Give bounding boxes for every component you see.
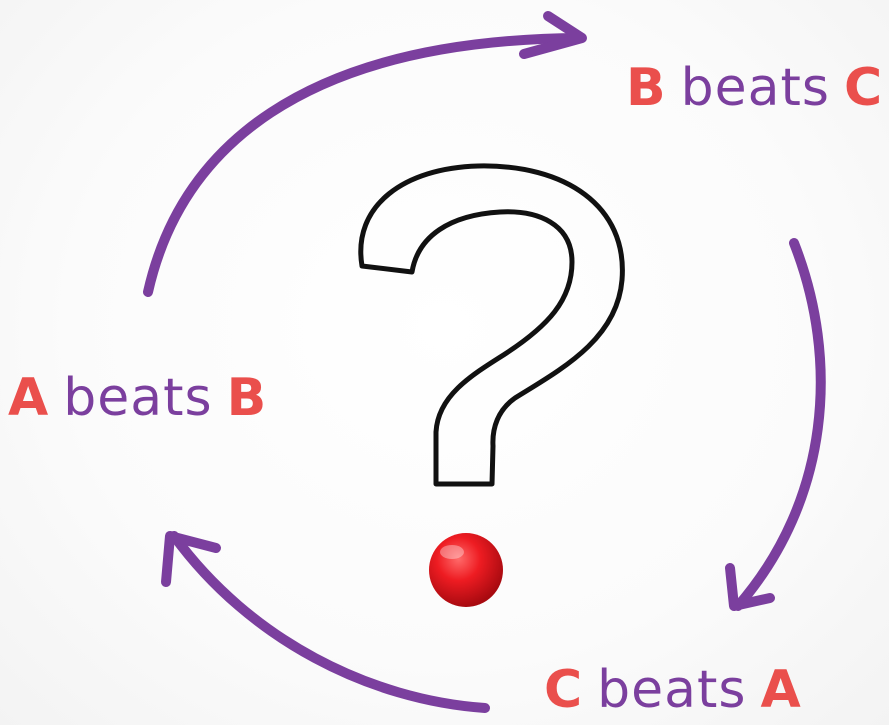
statement-object: C [844,58,883,118]
question-mark-dot [429,533,503,607]
arrow-bc-to-ca [730,243,821,606]
statement-object: B [227,368,268,428]
statement-subject: B [626,58,667,118]
arrow-ab-to-bc [148,16,582,292]
statement-subject: C [544,660,583,720]
statement-verb: beats [681,58,830,118]
statement-verb: beats [597,660,746,720]
statement-object: A [761,660,802,720]
statement-subject: A [8,368,49,428]
question-mark-icon [361,166,623,484]
statement-verb: beats [63,368,212,428]
